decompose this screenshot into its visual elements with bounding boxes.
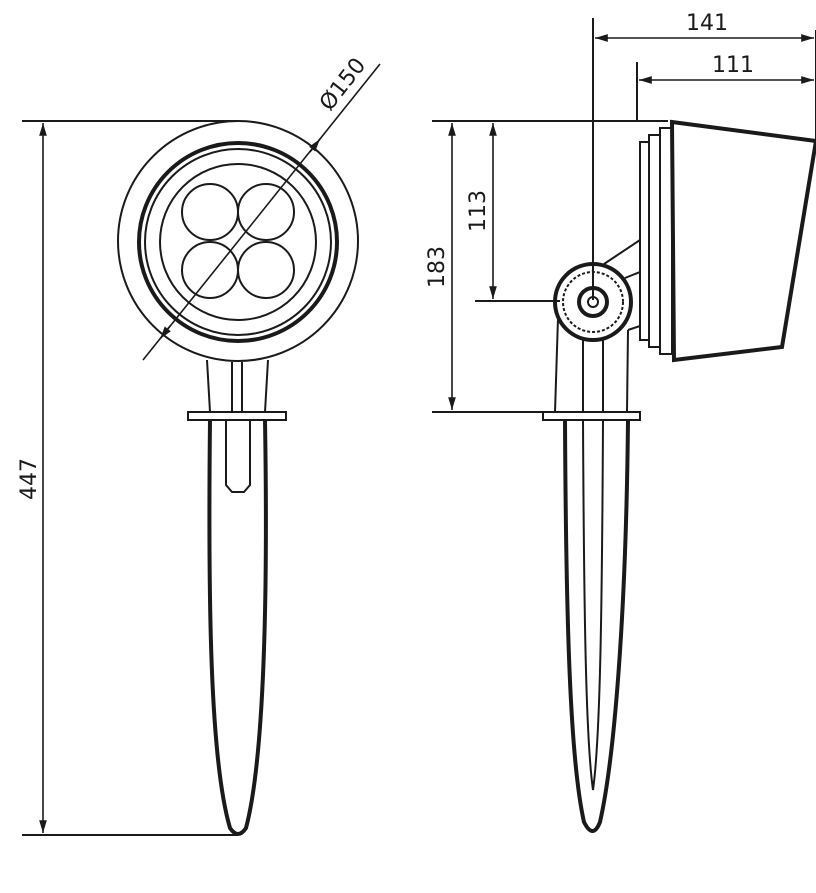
lens-ring bbox=[159, 163, 317, 321]
led-cluster bbox=[181, 183, 295, 299]
total-height-label: 447 bbox=[17, 458, 42, 500]
ground-flange bbox=[187, 411, 287, 421]
lamp-head bbox=[669, 119, 816, 363]
front-view: Ø150 447 bbox=[17, 54, 381, 836]
side-spike bbox=[563, 419, 630, 833]
side-flange bbox=[542, 411, 641, 421]
pivot-height-label: 113 bbox=[466, 190, 491, 232]
depth-total-label: 141 bbox=[686, 11, 728, 36]
depth-head-label: 111 bbox=[712, 53, 754, 78]
bezel-ring bbox=[137, 141, 339, 343]
head-height-label: 183 bbox=[425, 246, 450, 288]
ground-spike bbox=[207, 419, 268, 836]
side-view: 141 111 183 113 bbox=[425, 11, 816, 833]
